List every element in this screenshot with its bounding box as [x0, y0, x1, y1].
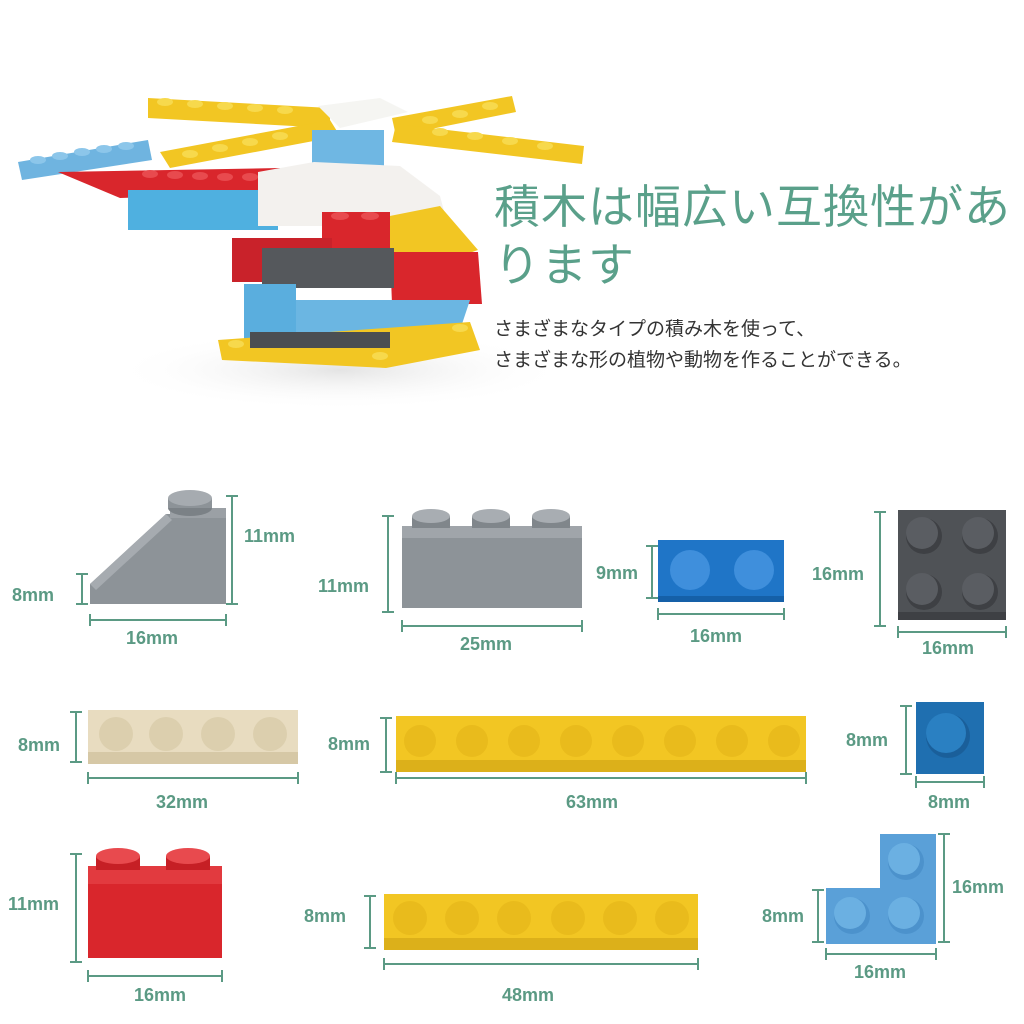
slope-height-label: 11mm [244, 526, 296, 546]
brick-1x3-height-label: 11mm [318, 576, 370, 596]
plate-1x1 [916, 702, 984, 774]
plate-1x6-width-label: 48mm [502, 985, 555, 1005]
plate-1x8-height-label: 8mm [328, 734, 371, 754]
subtitle-line-2: さまざまな形の植物や動物を作ることができる。 [494, 349, 912, 371]
subtitle: さまざまなタイプの積み木を使って、 さまざまな形の植物や動物を作ることができる。 [494, 314, 1014, 376]
plate-1x2 [658, 540, 784, 602]
plate-1x4-width-label: 32mm [156, 792, 209, 812]
slope-brick [90, 490, 226, 604]
plate-1x4-height-label: 8mm [18, 735, 61, 755]
plate-1x6-height-label: 8mm [304, 906, 347, 926]
plate-1x1-height-label: 8mm [846, 730, 889, 750]
slope-low-label: 8mm [12, 585, 55, 605]
brick-1x3-width-label: 25mm [460, 634, 513, 654]
title-line-2: ります [494, 238, 635, 292]
corner-plate-depth-label: 8mm [762, 906, 805, 926]
slope-width-label: 16mm [126, 628, 179, 648]
plate-2x2-width-label: 16mm [922, 638, 975, 658]
plate-1x8 [396, 716, 806, 772]
corner-plate-height-label: 16mm [952, 877, 1005, 897]
plate-1x2-height-label: 9mm [596, 563, 639, 583]
brick-1x2-width-label: 16mm [134, 985, 187, 1005]
plate-2x2 [898, 510, 1006, 620]
brick-1x2 [88, 848, 222, 958]
title-line-1: 積木は幅広い互換性があ [494, 180, 1011, 234]
plate-1x2-width-label: 16mm [690, 626, 743, 646]
helicopter-model [18, 96, 584, 410]
corner-plate [826, 834, 936, 944]
dimension-lines [70, 495, 1007, 982]
subtitle-line-1: さまざまなタイプの積み木を使って、 [494, 318, 816, 340]
corner-plate-width-label: 16mm [854, 962, 907, 982]
plate-2x2-height-label: 16mm [812, 564, 865, 584]
main-rotor [148, 96, 584, 168]
plate-1x1-width-label: 8mm [928, 792, 971, 812]
page-title: 積木は幅広い互換性があ ります [494, 178, 1014, 294]
plate-1x4 [88, 710, 298, 764]
plate-1x6 [384, 894, 698, 950]
plate-1x8-width-label: 63mm [566, 792, 619, 812]
tail-rotor [18, 140, 152, 180]
brick-1x3 [402, 509, 582, 608]
brick-1x2-height-label: 11mm [8, 894, 60, 914]
